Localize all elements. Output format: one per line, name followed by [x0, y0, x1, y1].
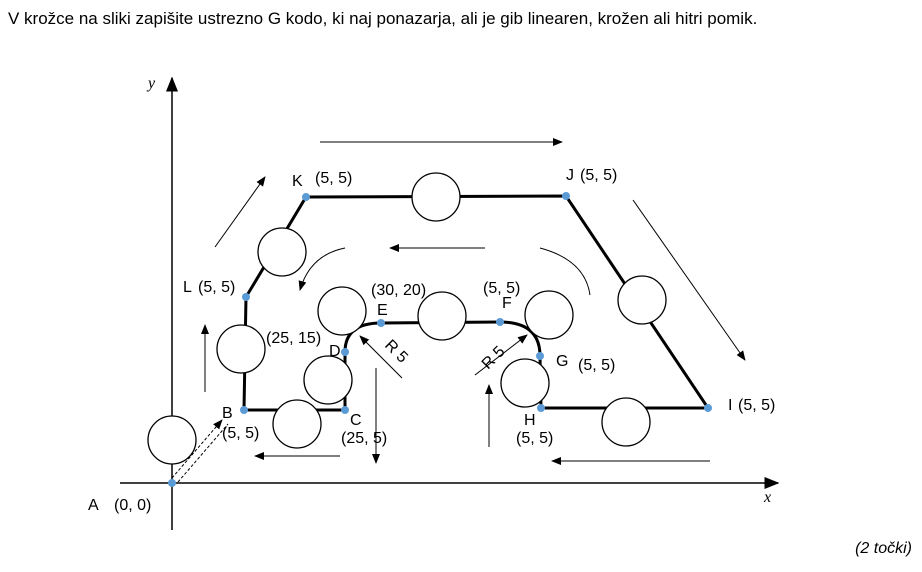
coord-g: (5, 5) — [578, 357, 615, 374]
direction-arrows — [201, 138, 746, 465]
coord-e: (30, 20) — [371, 282, 426, 299]
point-e — [377, 319, 385, 327]
question-text: V krožce na sliki zapišite ustrezno G ko… — [8, 9, 758, 28]
label-f: F — [502, 295, 512, 312]
point-f — [496, 318, 504, 326]
label-c: C — [350, 412, 362, 429]
coord-c: (25, 5) — [341, 430, 387, 447]
label-g: G — [556, 353, 568, 370]
gcode-circle[interactable] — [303, 355, 353, 405]
coord-a: (0, 0) — [114, 497, 151, 514]
points-label: (2 točki) — [855, 540, 912, 557]
coord-f: (5, 5) — [483, 280, 520, 297]
gcode-circle[interactable] — [417, 291, 467, 341]
coord-j: (5, 5) — [580, 167, 617, 184]
point-a — [168, 479, 176, 487]
label-l: L — [183, 279, 192, 296]
point-i — [704, 404, 712, 412]
label-e: E — [377, 302, 388, 319]
gcode-circle[interactable] — [500, 358, 550, 408]
gcode-circle[interactable] — [617, 275, 667, 325]
point-c — [341, 406, 349, 414]
coord-b: (5, 5) — [222, 425, 259, 442]
gcode-circles — [147, 172, 667, 465]
coord-k: (5, 5) — [315, 170, 352, 187]
point-h — [537, 404, 545, 412]
coord-h: (5, 5) — [516, 430, 553, 447]
gcode-circle[interactable] — [601, 397, 651, 447]
gcode-circle[interactable] — [147, 415, 197, 465]
path-points — [168, 192, 712, 487]
gcode-circle[interactable] — [524, 290, 574, 340]
gcode-circle[interactable] — [411, 172, 461, 222]
point-labels: A (0, 0) B (5, 5) C (25, 5) D (25, 15) E… — [88, 167, 775, 514]
point-j — [562, 192, 570, 200]
point-k — [302, 193, 310, 201]
coord-i: (5, 5) — [738, 397, 775, 414]
point-d — [341, 348, 349, 356]
point-b — [240, 406, 248, 414]
label-a: A — [88, 497, 99, 514]
coord-l: (5, 5) — [198, 279, 235, 296]
label-k: K — [292, 173, 303, 190]
label-j: J — [566, 167, 574, 184]
point-g — [536, 352, 544, 360]
label-b: B — [222, 405, 233, 422]
label-d: D — [329, 343, 341, 360]
point-l — [242, 293, 250, 301]
gcode-circle[interactable] — [317, 286, 367, 336]
gcode-circle[interactable] — [272, 399, 322, 449]
y-axis-label: y — [146, 75, 156, 92]
label-h: H — [524, 412, 536, 429]
label-i: I — [728, 397, 732, 414]
coord-d: (25, 15) — [266, 330, 321, 347]
dashed-rapid — [171, 419, 229, 483]
gcode-circle[interactable] — [216, 324, 266, 374]
gcode-circle[interactable] — [257, 227, 307, 277]
x-axis-label: x — [763, 489, 771, 506]
